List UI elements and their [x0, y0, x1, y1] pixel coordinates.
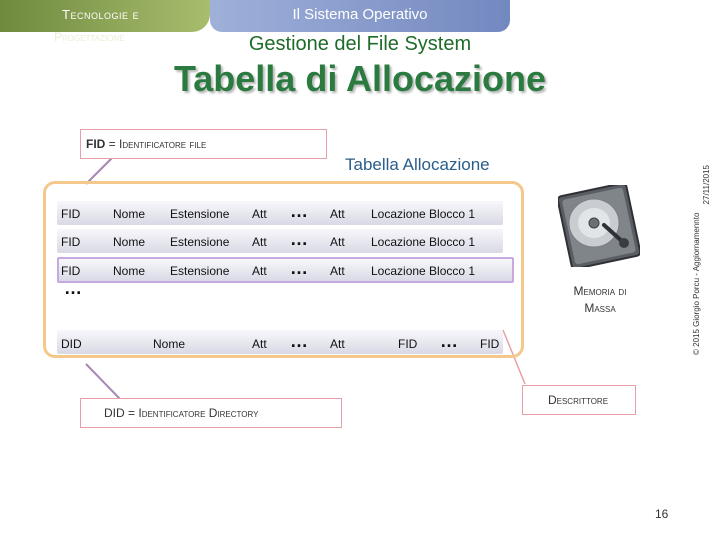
copyright-line2: 27/11/2015	[702, 165, 712, 355]
dir-row-dots: …	[290, 331, 308, 352]
fid-callout-text: FID = Identificatore file	[86, 137, 206, 151]
row-loc: Locazione Blocco 1	[371, 264, 475, 278]
row-att2: Att	[330, 207, 345, 221]
copyright-note: © 2015 Giorgio Porcu - Aggiornamennto 27…	[692, 165, 712, 355]
did-eq: =	[125, 406, 139, 420]
row-id: FID	[61, 235, 80, 249]
table-title: Tabella Allocazione	[345, 155, 490, 175]
row-att: Att	[252, 207, 267, 221]
row-loc: Locazione Blocco 1	[371, 235, 475, 249]
dir-row-dots2: …	[440, 331, 458, 352]
disk-label-line2: Massa	[560, 300, 640, 317]
fid-abbr: FID	[86, 137, 105, 151]
hard-disk-icon	[558, 185, 640, 267]
dir-row-att2: Att	[330, 337, 345, 351]
row-att2: Att	[330, 264, 345, 278]
did-connector	[86, 364, 120, 399]
row-att: Att	[252, 264, 267, 278]
descrittore-text: Descrittore	[522, 393, 634, 407]
row-dots: …	[290, 258, 308, 279]
row-dots: …	[290, 201, 308, 222]
row-name: Nome	[113, 207, 145, 221]
row-id: FID	[61, 207, 80, 221]
row-att: Att	[252, 235, 267, 249]
row-att2: Att	[330, 235, 345, 249]
row-ext: Estensione	[170, 264, 229, 278]
directory-row	[57, 330, 503, 354]
row-name: Nome	[113, 235, 145, 249]
row-ext: Estensione	[170, 207, 229, 221]
fid-desc: Identificatore file	[119, 137, 206, 151]
dir-row-name: Nome	[153, 337, 185, 351]
disk-label-line1: Memoria di	[560, 283, 640, 300]
copyright-line1: © 2015 Giorgio Porcu - Aggiornamennto	[692, 165, 702, 355]
dir-row-att: Att	[252, 337, 267, 351]
row-dots: …	[290, 229, 308, 250]
did-desc: Identificatore Directory	[138, 406, 258, 420]
row-loc: Locazione Blocco 1	[371, 207, 475, 221]
dir-row-id: DID	[61, 337, 82, 351]
fid-connector	[86, 157, 113, 184]
did-abbr: DID	[104, 406, 125, 420]
fid-eq: =	[105, 137, 119, 151]
disk-label: Memoria di Massa	[560, 283, 640, 317]
did-callout-text: DID = Identificatore Directory	[104, 406, 258, 420]
row-id: FID	[61, 264, 80, 278]
rows-ellipsis: …	[64, 278, 82, 299]
row-name: Nome	[113, 264, 145, 278]
dir-row-fid2: FID	[480, 337, 499, 351]
dir-row-fid: FID	[398, 337, 417, 351]
row-ext: Estensione	[170, 235, 229, 249]
page-number: 16	[655, 507, 668, 521]
